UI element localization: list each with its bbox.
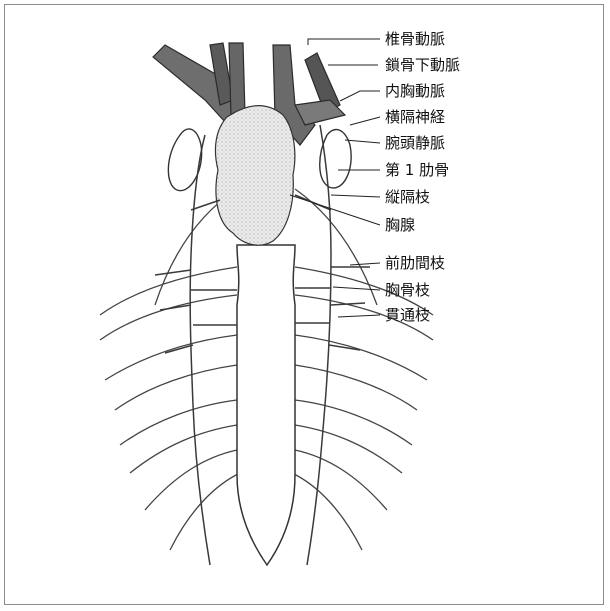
labels: 椎骨動脈 鎖骨下動脈 内胸動脈 横隔神経 腕頭静脈 第 1 肋骨 縦隔枝 胸腺 … <box>385 30 460 324</box>
ribs-left <box>100 189 240 550</box>
ribs-right <box>292 189 433 550</box>
brachiocephalic-trunk <box>229 43 245 117</box>
leader-brachiocephalic-vein <box>345 140 380 143</box>
leader-sternal-branch <box>333 287 380 290</box>
label-anterior-intercostal-branch: 前肋間枝 <box>385 254 445 272</box>
label-subclavian-artery: 鎖骨下動脈 <box>385 56 460 74</box>
internal-thoracic-artery-diagram: 椎骨動脈 鎖骨下動脈 内胸動脈 横隔神経 腕頭静脈 第 1 肋骨 縦隔枝 胸腺 … <box>5 5 605 606</box>
left-internal-thoracic-artery <box>190 135 210 565</box>
label-brachiocephalic-vein: 腕頭静脈 <box>385 134 445 152</box>
label-phrenic-nerve: 横隔神経 <box>385 108 445 126</box>
label-first-rib: 第 1 肋骨 <box>385 161 449 179</box>
label-sternal-branch: 胸骨枝 <box>385 281 430 299</box>
leader-perforating-branch <box>338 315 380 317</box>
figure-frame: 椎骨動脈 鎖骨下動脈 内胸動脈 横隔神経 腕頭静脈 第 1 肋骨 縦隔枝 胸腺 … <box>4 4 604 605</box>
leader-phrenic-nerve <box>350 117 380 125</box>
leader-thymus <box>290 195 380 225</box>
label-internal-thoracic-artery: 内胸動脈 <box>385 82 445 100</box>
thymus-gland <box>215 106 294 245</box>
sternum <box>237 245 295 565</box>
label-mediastinal-branch: 縦隔枝 <box>385 188 430 206</box>
leader-vertebral-artery <box>308 39 380 45</box>
leader-mediastinal-branch <box>331 195 380 197</box>
label-perforating-branch: 貫通枝 <box>385 306 430 324</box>
label-thymus: 胸腺 <box>385 216 415 234</box>
label-vertebral-artery: 椎骨動脈 <box>385 30 445 48</box>
leader-internal-thoracic-artery <box>340 91 380 101</box>
leader-anterior-intercostal-branch <box>350 263 380 265</box>
